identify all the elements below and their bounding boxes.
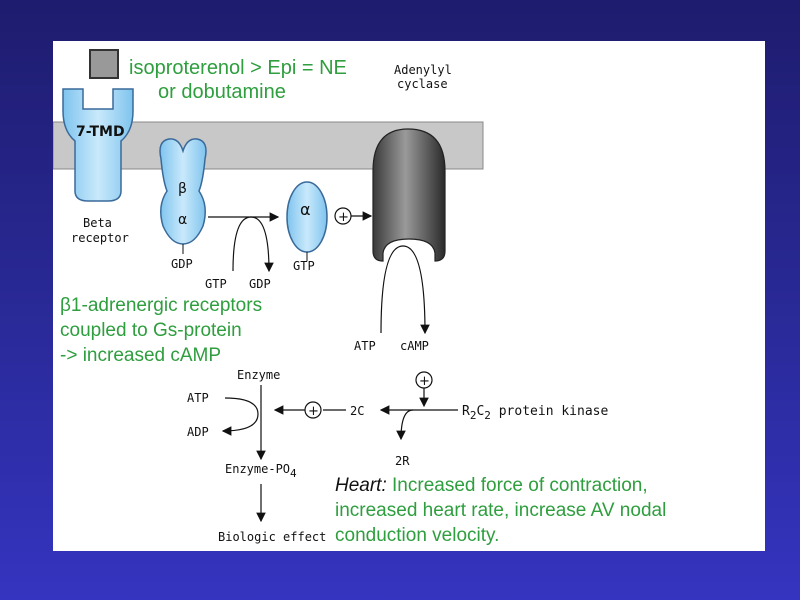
arrow-to-2r: [396, 409, 414, 441]
g-beta-label: β: [178, 181, 187, 197]
receptor-caption-line2: receptor: [71, 231, 129, 245]
kinase-label: R2C2 protein kinase: [462, 404, 608, 422]
enzyme-atp-label: ATP: [187, 391, 209, 405]
legend-swatch: [89, 49, 119, 79]
gtp-label-1: GTP: [205, 277, 227, 291]
heart-note-line2: increased heart rate, increase AV nodal: [335, 500, 666, 521]
two-r-label: 2R: [395, 454, 410, 468]
legend-line1: isoproterenol > Epi = NE: [129, 57, 347, 79]
slide-frame: isoproterenol > Epi = NE or dobutamine 7…: [53, 41, 765, 551]
plus-sign-1: +: [338, 210, 349, 225]
receptor-label: 7-TMD: [76, 124, 125, 140]
beta-receptor-shape: [62, 88, 134, 202]
arrow-gtp-gdp-exchange: [232, 216, 274, 273]
diagram: isoproterenol > Epi = NE or dobutamine 7…: [53, 49, 666, 546]
receptors-note-line1: β1-adrenergic receptors: [60, 295, 262, 316]
gtp-label-2: GTP: [293, 259, 315, 273]
enzyme-title: Enzyme: [237, 368, 280, 382]
enzyme-adp-label: ADP: [187, 425, 209, 439]
g-alpha-label: α: [178, 212, 187, 228]
biologic-effect-label: Biologic effect: [218, 530, 326, 544]
adenylyl-cyclase-shape: [372, 128, 446, 262]
receptors-note-line2: coupled to Gs-protein: [60, 320, 242, 341]
heart-note-line1: Heart: Increased force of contraction,: [335, 475, 648, 496]
cyclase-camp-label: cAMP: [400, 339, 429, 353]
g-protein-shape: [159, 138, 207, 245]
receptor-caption-line1: Beta: [83, 216, 112, 230]
heart-note-line3: conduction velocity.: [335, 525, 499, 546]
plus-sign-2: +: [419, 374, 430, 389]
plus-sign-3: +: [308, 404, 319, 419]
arrow-atp-to-adp: [221, 397, 259, 436]
gdp-label-1: GDP: [171, 257, 193, 271]
legend-line2: or dobutamine: [158, 81, 286, 103]
active-alpha-label: α: [300, 200, 311, 219]
receptors-note-line3: -> increased cAMP: [60, 345, 221, 366]
arrow-atp-to-camp: [380, 245, 430, 335]
gdp-label-2: GDP: [249, 277, 271, 291]
two-c-label: 2C: [350, 404, 364, 418]
cyclase-atp-label: ATP: [354, 339, 376, 353]
enzyme-phos-label: Enzyme-PO4: [225, 462, 297, 480]
cyclase-label-line2: cyclase: [397, 77, 448, 91]
cyclase-label-line1: Adenylyl: [394, 63, 452, 77]
